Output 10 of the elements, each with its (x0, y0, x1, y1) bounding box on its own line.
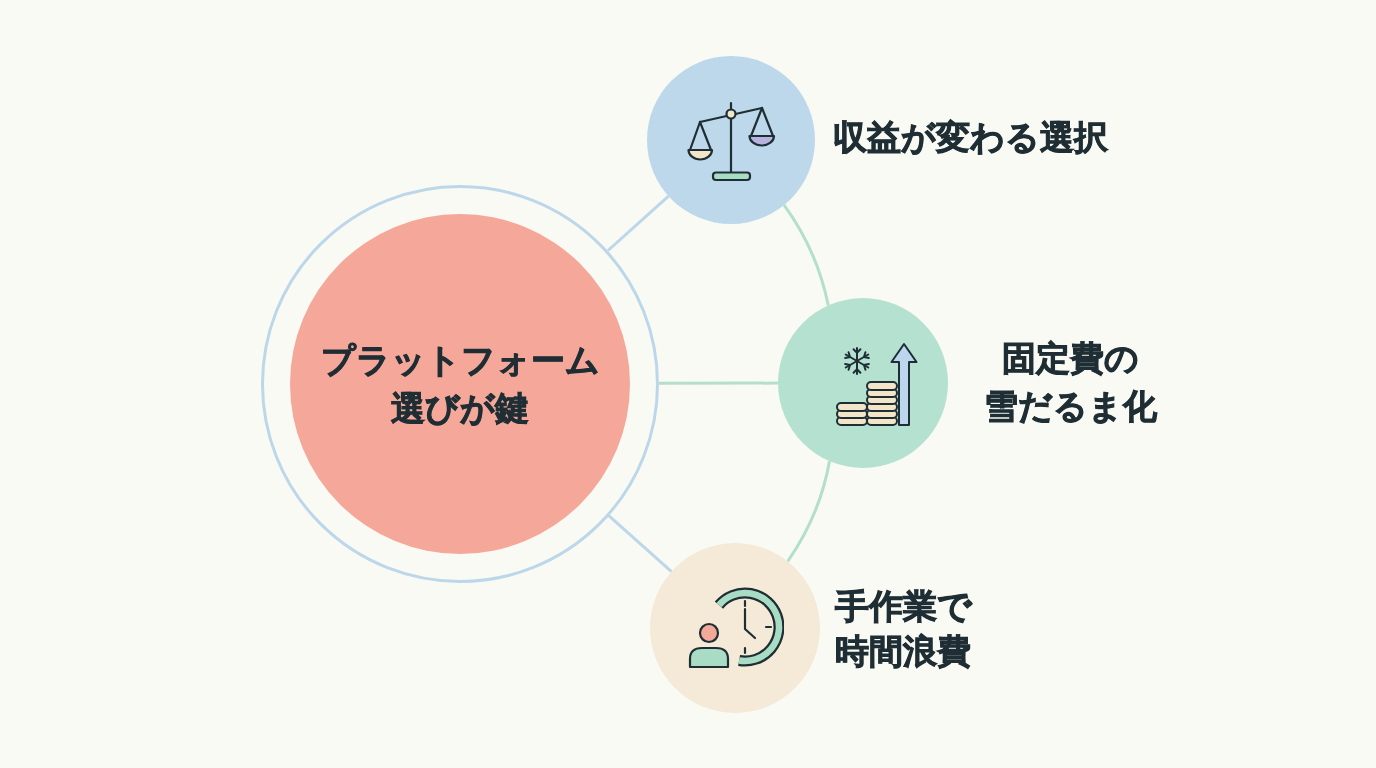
connector-line (607, 514, 673, 573)
topic-label: 収益が変わる選択 (833, 116, 1108, 159)
connector-line (782, 204, 830, 306)
connector-line (607, 195, 670, 252)
topic-label: 手作業で時間浪費 (835, 585, 972, 673)
connector-line (659, 381, 778, 385)
center-title: プラットフォーム選びが鍵 (320, 338, 600, 430)
outer-ring (261, 184, 659, 583)
topic-label: 固定費の雪だるま化 (982, 337, 1158, 428)
connector-line (786, 460, 831, 563)
